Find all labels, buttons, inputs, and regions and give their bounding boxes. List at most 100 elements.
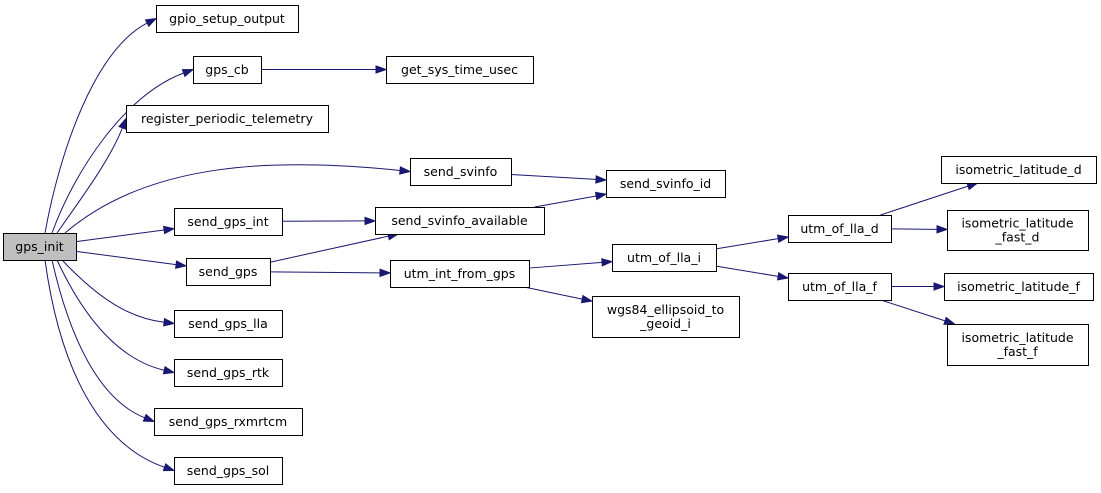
node-send_gps_int[interactable]: send_gps_int bbox=[174, 208, 283, 236]
node-isometric_latitude_d[interactable]: isometric_latitude_d bbox=[941, 156, 1097, 184]
edge-gps_init-to-send_gps_rxmrtcm bbox=[51, 259, 156, 423]
node-utm_of_lla_f[interactable]: utm_of_lla_f bbox=[788, 273, 892, 301]
node-box bbox=[174, 310, 283, 338]
arrowhead bbox=[580, 294, 594, 304]
node-box bbox=[788, 215, 892, 243]
node-label: send_svinfo bbox=[424, 164, 498, 179]
node-label: _fast_f bbox=[996, 344, 1038, 359]
nodes-layer: gps_init gpio_setup_output gps_cb get_sys_t… bbox=[3, 5, 1097, 485]
node-wgs84_ellipsoid_to_geoid_i[interactable]: wgs84_ellipsoid_to_geoid_i bbox=[592, 296, 740, 338]
node-label: gpio_setup_output bbox=[169, 11, 285, 26]
arrowhead bbox=[601, 258, 614, 267]
node-box bbox=[126, 105, 329, 133]
node-send_svinfo_available[interactable]: send_svinfo_available bbox=[375, 207, 545, 235]
edge-send_gps-to-send_svinfo_available bbox=[269, 232, 400, 263]
node-box bbox=[156, 5, 299, 33]
node-utm_of_lla_i[interactable]: utm_of_lla_i bbox=[612, 244, 717, 272]
node-label: utm_of_lla_d bbox=[800, 221, 878, 236]
edge-utm_of_lla_d-to-isometric_latitude_fast_d bbox=[890, 225, 949, 234]
arrowhead bbox=[163, 317, 176, 327]
node-label: send_gps_sol bbox=[187, 463, 270, 478]
edge-gps_init-to-send_gps_rtk bbox=[56, 259, 176, 375]
node-gps_init[interactable]: gps_init bbox=[3, 233, 77, 261]
node-box bbox=[174, 359, 283, 387]
edge-gps_init-to-gps_cb bbox=[51, 68, 195, 234]
arrowhead bbox=[776, 234, 790, 243]
node-isometric_latitude_f[interactable]: isometric_latitude_f bbox=[944, 273, 1094, 301]
arrowhead bbox=[594, 191, 608, 201]
node-label: wgs84_ellipsoid_to bbox=[607, 302, 724, 317]
node-box bbox=[390, 260, 530, 288]
node-label: _fast_d bbox=[995, 230, 1040, 245]
edge-send_svinfo-to-send_svinfo_id bbox=[510, 173, 608, 184]
arrowhead bbox=[943, 316, 956, 325]
node-box bbox=[375, 207, 545, 235]
node-box bbox=[174, 457, 283, 485]
edge-line bbox=[269, 271, 381, 274]
node-label: send_gps_lla bbox=[188, 316, 268, 331]
edge-gps_cb-to-get_sys_time_usec bbox=[261, 65, 388, 74]
edge-line bbox=[61, 259, 165, 323]
node-send_gps_lla[interactable]: send_gps_lla bbox=[174, 310, 283, 338]
edge-line bbox=[56, 127, 123, 234]
node-send_gps[interactable]: send_gps bbox=[186, 258, 271, 286]
arrowhead bbox=[162, 463, 176, 472]
node-label: register_periodic_telemetry bbox=[141, 111, 314, 126]
node-label: send_gps_rxmrtcm bbox=[169, 414, 287, 429]
node-send_gps_sol[interactable]: send_gps_sol bbox=[174, 457, 283, 485]
edge-line bbox=[75, 250, 177, 266]
edge-line bbox=[64, 164, 401, 234]
edge-line bbox=[269, 235, 389, 263]
edge-line bbox=[44, 22, 148, 234]
arrowhead bbox=[595, 175, 608, 184]
arrowhead bbox=[181, 68, 195, 78]
arrowhead bbox=[175, 260, 188, 269]
arrowhead bbox=[936, 225, 949, 234]
node-box bbox=[592, 296, 740, 338]
node-box bbox=[186, 258, 271, 286]
edge-line bbox=[51, 72, 184, 234]
node-label: isometric_latitude_f bbox=[957, 279, 1080, 294]
node-box bbox=[944, 273, 1094, 301]
edge-utm_of_lla_i-to-utm_of_lla_f bbox=[715, 265, 790, 281]
node-send_gps_rtk[interactable]: send_gps_rtk bbox=[174, 359, 283, 387]
edge-line bbox=[715, 265, 779, 277]
arrowhead bbox=[144, 17, 158, 28]
node-register_periodic_telemetry[interactable]: register_periodic_telemetry bbox=[126, 105, 329, 133]
node-get_sys_time_usec[interactable]: get_sys_time_usec bbox=[386, 56, 534, 84]
node-send_gps_rxmrtcm[interactable]: send_gps_rxmrtcm bbox=[154, 408, 303, 436]
arrowhead bbox=[118, 117, 127, 130]
edge-send_svinfo_available-to-send_svinfo_id bbox=[534, 191, 608, 208]
node-label: utm_int_from_gps bbox=[404, 266, 516, 281]
edge-line bbox=[51, 259, 145, 419]
arrowhead bbox=[142, 413, 156, 423]
edge-utm_int_from_gps-to-wgs84_ellipsoid_to_geoid_i bbox=[524, 286, 594, 304]
node-box bbox=[947, 210, 1089, 251]
node-box bbox=[947, 324, 1089, 366]
edge-line bbox=[524, 286, 583, 300]
node-box bbox=[3, 233, 77, 261]
node-label: send_svinfo_id bbox=[620, 176, 711, 191]
edge-line bbox=[534, 195, 597, 208]
node-box bbox=[941, 156, 1097, 184]
node-gps_cb[interactable]: gps_cb bbox=[193, 56, 262, 84]
node-send_svinfo_id[interactable]: send_svinfo_id bbox=[606, 170, 726, 198]
node-label: send_gps_int bbox=[187, 214, 268, 229]
arrowhead bbox=[364, 216, 377, 226]
node-isometric_latitude_fast_d[interactable]: isometric_latitude_fast_d bbox=[947, 210, 1089, 251]
node-isometric_latitude_fast_f[interactable]: isometric_latitude_fast_f bbox=[947, 324, 1089, 366]
edge-line bbox=[75, 229, 165, 243]
node-utm_of_lla_d[interactable]: utm_of_lla_d bbox=[788, 215, 892, 243]
node-box bbox=[606, 170, 726, 198]
edge-utm_of_lla_i-to-utm_of_lla_d bbox=[715, 234, 790, 250]
edge-utm_int_from_gps-to-utm_of_lla_i bbox=[528, 258, 614, 269]
node-utm_int_from_gps[interactable]: utm_int_from_gps bbox=[390, 260, 530, 288]
arrowhead bbox=[375, 65, 388, 74]
node-send_svinfo[interactable]: send_svinfo bbox=[410, 158, 512, 186]
node-label: gps_init bbox=[15, 239, 63, 254]
edge-gps_init-to-gpio_setup_output bbox=[44, 17, 158, 234]
node-gpio_setup_output[interactable]: gpio_setup_output bbox=[156, 5, 299, 33]
edge-gps_init-to-register_periodic_telemetry bbox=[56, 117, 127, 234]
node-label: send_gps bbox=[199, 264, 258, 279]
edge-line bbox=[44, 259, 165, 468]
